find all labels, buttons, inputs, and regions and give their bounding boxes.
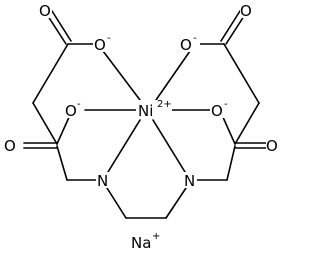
atom-o-top-left: O [94,36,106,54]
atom-o-mid-left: O [65,102,77,120]
counter-ion-na: Na [131,234,151,252]
atom-ni: Ni [138,102,153,120]
nickel-edta-structure: O O O - O - O - Ni 2+ O - O O N [3,2,280,252]
charge-ni: 2+ [157,99,172,110]
coordination-bond [107,119,141,173]
bond [220,10,241,42]
bond [51,10,72,42]
charge-na: + [152,231,160,242]
bond [32,43,69,104]
atom-o-carbonyl-left: O [4,137,16,155]
bond [234,102,260,145]
bond [165,187,187,219]
charge-o-mid-left: - [77,99,81,110]
bond [221,114,236,145]
atom-o-top-right: O [180,36,192,54]
charge-o-top-right: - [193,33,197,44]
bond [106,187,127,219]
atom-o-carbonyl-right: O [266,137,278,155]
bond [56,114,71,145]
bond [223,43,260,104]
coordination-bond [155,50,191,101]
bond [32,102,58,145]
coordination-bond [152,119,186,173]
bond [45,12,67,45]
atom-o-carbonyl-top-right: O [240,2,252,20]
atom-o-mid-right: O [211,102,223,120]
bond [56,145,68,181]
atom-n-left: N [97,172,108,190]
charge-o-top-left: - [107,33,111,44]
charge-o-mid-right: - [224,99,228,110]
atom-n-right: N [184,172,195,190]
bond-network [23,10,267,219]
bond [226,145,236,181]
coordination-bond [102,50,141,101]
bond [225,12,247,45]
atom-labels: O O O - O - O - Ni 2+ O - O O N [3,2,280,252]
atom-o-carbonyl-top-left: O [39,2,51,20]
